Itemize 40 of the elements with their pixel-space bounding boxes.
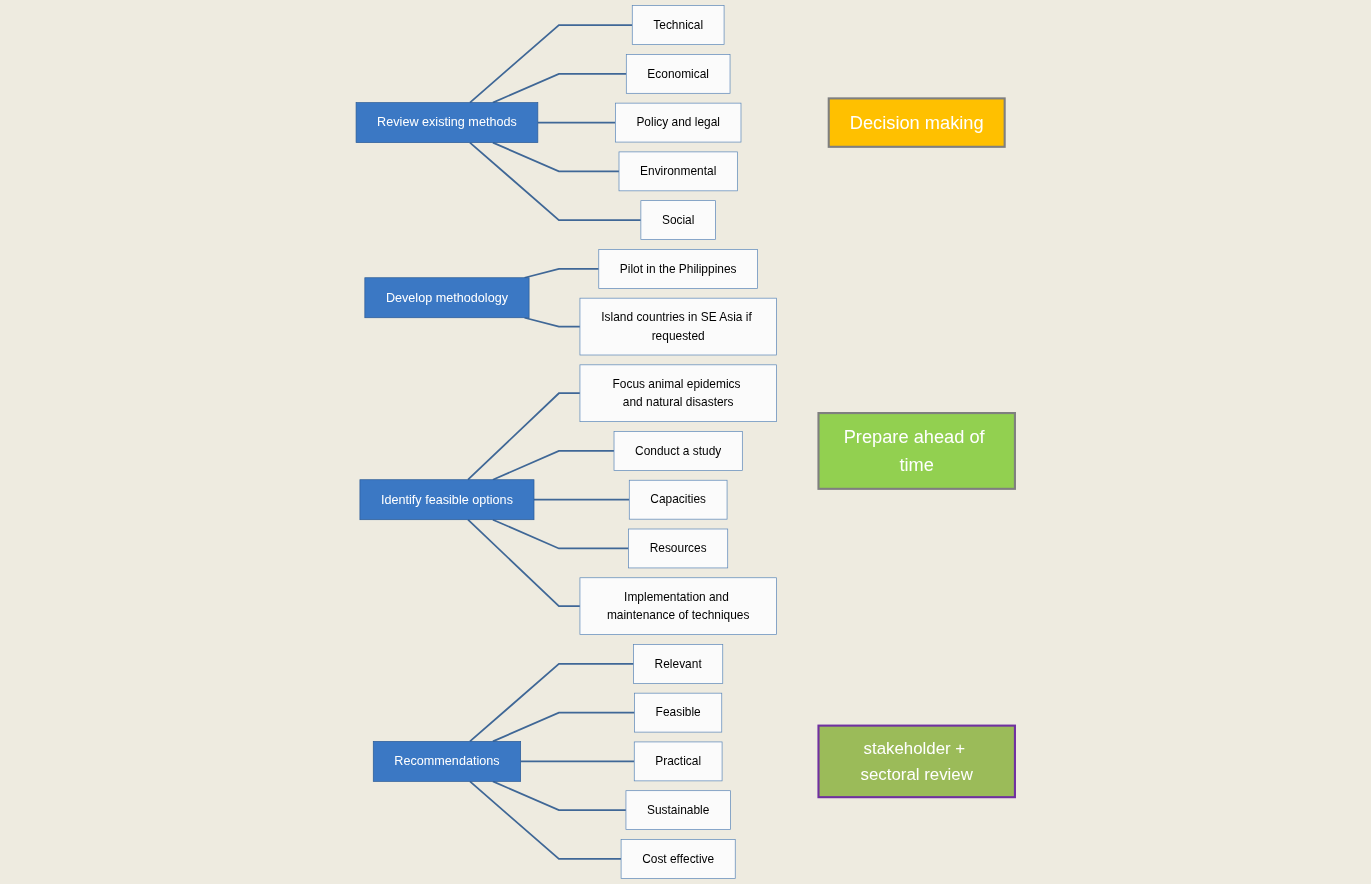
- node-box: Decision making: [827, 97, 1006, 148]
- connector: [533, 498, 631, 501]
- node-box: Relevant: [633, 644, 724, 684]
- node-box: Feasible: [634, 692, 723, 733]
- node-box: Resources: [628, 528, 729, 569]
- node-box: Conduct a study: [613, 431, 743, 471]
- connector: [536, 121, 617, 124]
- connector: [492, 141, 620, 173]
- connector: [467, 392, 581, 481]
- node-box: Cost effective: [620, 839, 736, 879]
- node-box: Sustainable: [625, 790, 731, 830]
- node-box: Pilot in the Philippines: [598, 249, 758, 289]
- node-box: Practical: [633, 741, 723, 782]
- node-box: Policy and legal: [615, 102, 742, 143]
- node-box: Economical: [625, 54, 731, 94]
- connector: [492, 450, 615, 481]
- connector: [519, 760, 636, 763]
- connector: [492, 72, 628, 104]
- connector: [467, 518, 581, 608]
- node-box: Identify feasible options: [359, 479, 535, 521]
- node-box: Technical: [631, 5, 725, 45]
- connector: [492, 780, 627, 812]
- node-box: Capacities: [628, 479, 728, 520]
- connector: [523, 316, 581, 328]
- node-box: Review existing methods: [355, 102, 539, 143]
- connector: [492, 518, 630, 550]
- connector: [469, 780, 622, 860]
- node-box: stakeholder + sectoral review: [817, 724, 1016, 799]
- node-box: Focus animal epidemics and natural disasters: [579, 364, 777, 422]
- node-box: Island countries in SE Asia if requested: [579, 297, 777, 356]
- connector: [492, 711, 636, 743]
- node-box: Develop methodology: [364, 277, 530, 319]
- node-box: Environmental: [618, 151, 738, 192]
- connector: [469, 141, 642, 221]
- node-box: Recommendations: [372, 741, 521, 782]
- connector: [469, 24, 634, 104]
- node-box: Implementation and maintenance of techniques: [579, 577, 777, 635]
- node-box: Prepare ahead of time: [817, 412, 1016, 490]
- node-box: Social: [640, 200, 716, 240]
- connector: [469, 663, 635, 743]
